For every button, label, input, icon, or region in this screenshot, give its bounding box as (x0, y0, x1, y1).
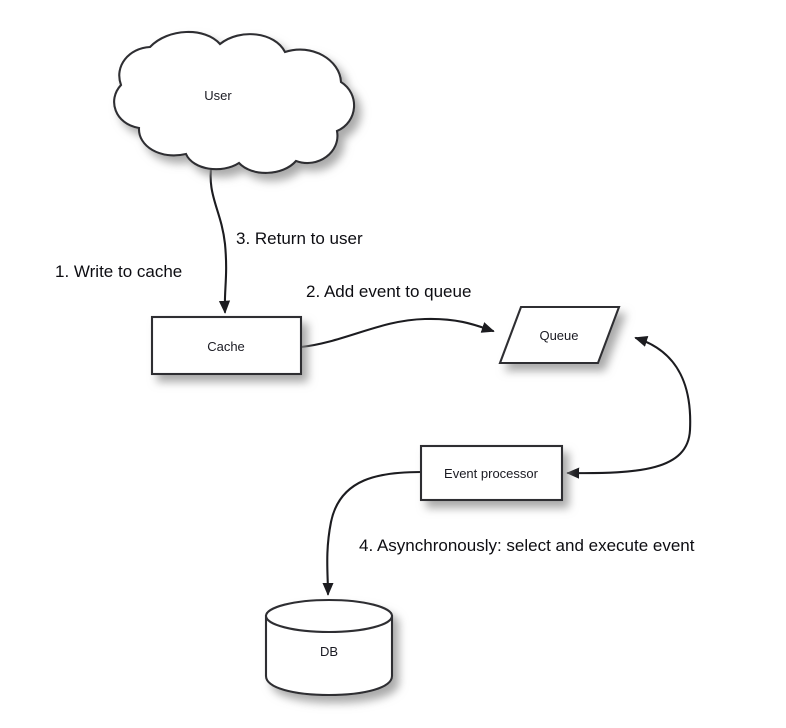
node-db[interactable]: DB (264, 598, 394, 697)
edge-user-to-cache-line (209, 158, 231, 314)
edge-label-asynchronously-select-execute: 4. Asynchronously: select and execute ev… (359, 536, 695, 555)
node-cache[interactable]: Cache (150, 315, 303, 376)
node-event-processor[interactable]: Event processor (419, 444, 564, 502)
event-processor-box-shape[interactable] (419, 444, 564, 502)
user-label: User (204, 88, 232, 103)
event-processor-label: Event processor (444, 466, 539, 481)
node-queue[interactable]: Queue (498, 305, 621, 365)
edge-cache-to-queue (299, 317, 495, 349)
edge-label-return-to-user: 3. Return to user (236, 229, 363, 248)
edge-label-write-to-cache: 1. Write to cache (55, 262, 182, 281)
edge-processor-to-queue-line (566, 336, 692, 479)
edge-processor-to-queue (566, 336, 692, 479)
cache-label: Cache (207, 339, 245, 354)
db-label: DB (320, 644, 338, 659)
edge-processor-to-db-line (322, 470, 423, 596)
node-user[interactable]: User (113, 30, 356, 174)
edge-processor-to-db (322, 470, 423, 596)
edge-label-add-event-to-queue: 2. Add event to queue (306, 282, 471, 301)
queue-parallelogram-shape[interactable] (498, 305, 621, 365)
user-cloud-shape[interactable] (113, 30, 356, 174)
edge-cache-to-queue-line (299, 317, 495, 349)
db-cylinder-shape[interactable] (264, 598, 394, 697)
cache-box-shape[interactable] (150, 315, 303, 376)
edge-user-to-cache (209, 158, 231, 314)
queue-label: Queue (539, 328, 578, 343)
